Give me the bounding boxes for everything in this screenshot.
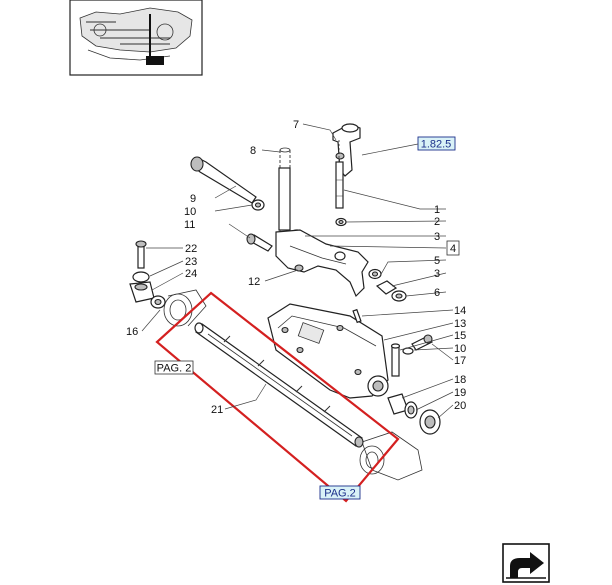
page-ref-bottom-label: PAG.2 — [324, 488, 356, 500]
callout-20: 20 — [454, 400, 466, 412]
part-11-bolt — [246, 233, 273, 252]
callout-3-upper: 3 — [434, 231, 440, 243]
group-reference-box[interactable]: 1.82.5 — [417, 136, 456, 151]
callout-23: 23 — [185, 256, 197, 268]
callout-4: 4 — [450, 243, 456, 255]
part-16-hub — [163, 289, 207, 327]
callout-1: 1 — [434, 204, 440, 216]
lift-arm-bracket — [275, 229, 369, 298]
callout-21: 21 — [211, 404, 223, 416]
part-3-bushing-right — [368, 268, 382, 280]
callout-24: 24 — [185, 268, 197, 280]
callout-6: 6 — [434, 287, 440, 299]
callout-16: 16 — [126, 326, 138, 338]
part-10-washer-upper — [251, 199, 265, 211]
lift-housing — [267, 303, 389, 399]
callout-10-upper: 10 — [184, 206, 196, 218]
page-ref-left[interactable]: PAG. 2 — [154, 360, 194, 375]
callout-2: 2 — [434, 216, 440, 228]
callout-13: 13 — [454, 318, 466, 330]
part-15-stud — [390, 343, 401, 377]
callout-7: 7 — [293, 119, 299, 131]
callout-labels: 7 8 9 10 11 1 2 3 4 5 3 6 22 23 24 12 16… — [126, 119, 466, 416]
callout-4-box — [446, 240, 460, 256]
callout-8: 8 — [250, 145, 256, 157]
callout-17: 17 — [454, 355, 466, 367]
group-reference-label: 1.82.5 — [421, 139, 452, 151]
part-23-washer — [132, 271, 150, 283]
callout-5: 5 — [434, 255, 440, 267]
part-2-washer — [335, 217, 347, 227]
callout-18: 18 — [454, 374, 466, 386]
part-1-pin — [335, 140, 344, 209]
part-17-bolt — [411, 334, 433, 351]
machine-thumbnail[interactable] — [69, 0, 203, 76]
callout-10-lower: 10 — [454, 343, 466, 355]
part-6-sleeve — [391, 290, 407, 302]
highlight-frame — [155, 291, 400, 503]
callout-15: 15 — [454, 330, 466, 342]
part-9-long-bolt — [190, 156, 257, 204]
part-24-bushing — [129, 281, 166, 309]
callout-12: 12 — [248, 276, 260, 288]
page-ref-left-label: PAG. 2 — [157, 363, 192, 375]
part-22-bolt — [135, 240, 147, 269]
callout-22: 22 — [185, 243, 197, 255]
part-5-bushing — [375, 280, 398, 295]
callout-3-lower: 3 — [434, 268, 440, 280]
part-20-bushing — [419, 409, 441, 435]
part-14-pin — [352, 308, 362, 324]
page-ref-bottom[interactable]: PAG.2 — [319, 485, 361, 500]
part-19-ring — [404, 401, 418, 419]
part-21-cross-shaft — [194, 322, 364, 448]
leader-lines — [141, 123, 454, 419]
next-page-arrow-icon[interactable] — [502, 543, 550, 583]
callout-14: 14 — [454, 305, 466, 317]
part-8-guide-tube — [278, 147, 291, 232]
callout-11: 11 — [184, 219, 195, 231]
callout-19: 19 — [454, 387, 466, 399]
callout-9: 9 — [190, 193, 196, 205]
